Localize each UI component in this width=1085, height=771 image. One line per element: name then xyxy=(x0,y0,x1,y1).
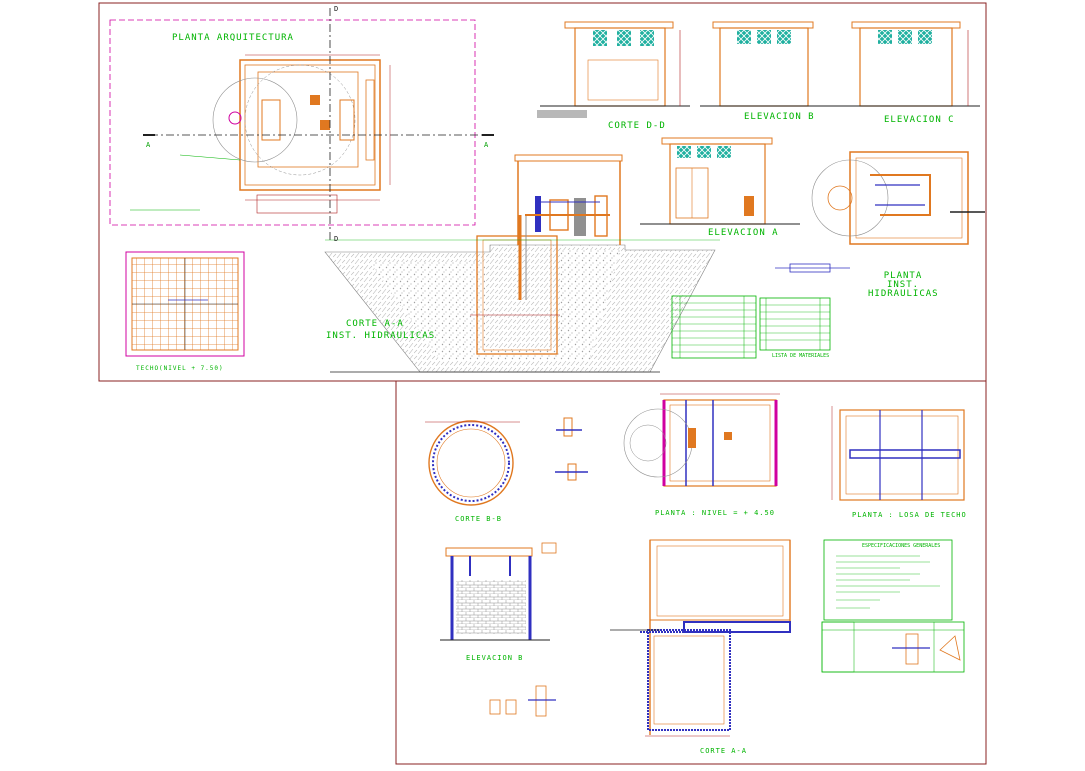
techo-grid-view xyxy=(125,251,245,357)
elevacion-b-top-view xyxy=(700,21,830,107)
elevacion-b-bottom-view xyxy=(440,542,557,641)
title-corte-aa-line2: INST. HIDRAULICAS xyxy=(326,331,436,341)
title-corte-bb: CORTE B-B xyxy=(455,515,502,523)
planta-hidraulicas-view xyxy=(811,151,985,245)
axis-marker-a-left: A xyxy=(146,141,151,149)
title-planta-nivel-450: PLANTA : NIVEL = + 4.50 xyxy=(655,509,775,517)
title-techo: TECHO(NIVEL + 7.50) xyxy=(136,365,224,372)
planta-nivel-450-view xyxy=(623,393,780,487)
tiny-details-bottom xyxy=(489,685,556,717)
title-planta-losa-techo: PLANTA : LOSA DE TECHO xyxy=(852,511,967,519)
title-especificaciones: ESPECIFICACIONES GENERALES xyxy=(862,543,941,549)
title-elevacion-c: ELEVACION C xyxy=(884,115,955,125)
frame-lower xyxy=(395,380,987,765)
corte-aa-bottom-view xyxy=(610,539,791,737)
axis-marker-a-right: A xyxy=(484,141,489,149)
title-corte-dd: CORTE D-D xyxy=(608,121,666,131)
elevacion-c-view xyxy=(830,21,980,107)
especificaciones-box xyxy=(823,539,953,621)
lista-materiales-tables xyxy=(671,295,831,359)
small-details xyxy=(555,417,588,481)
title-elevacion-b-top: ELEVACION B xyxy=(744,112,815,122)
axis-marker-d-top: D xyxy=(334,5,339,13)
title-elevacion-a: ELEVACION A xyxy=(708,228,779,238)
title-elevacion-b-bottom: ELEVACION B xyxy=(466,654,524,662)
elevacion-a-view xyxy=(640,137,800,225)
title-corte-aa-bottom: CORTE A-A xyxy=(700,747,747,755)
title-planta-arquitectura: PLANTA ARQUITECTURA xyxy=(172,33,294,43)
title-lista-materiales: LISTA DE MATERIALES xyxy=(772,353,830,359)
detail-table-box xyxy=(821,621,965,673)
axis-marker-d-bottom: D xyxy=(334,235,339,243)
planta-losa-techo-view xyxy=(831,406,965,501)
corte-dd-view xyxy=(537,21,690,118)
title-corte-aa-line1: CORTE A-A xyxy=(346,319,404,329)
corte-aa-inst-hidraulicas xyxy=(324,154,720,373)
planta-arquitectura xyxy=(109,8,494,240)
corte-bb-circle xyxy=(425,420,520,506)
title-planta-inst-hidraulicas: PLANTA INST. HIDRAULICAS xyxy=(868,271,939,299)
detail-valve xyxy=(775,263,850,273)
